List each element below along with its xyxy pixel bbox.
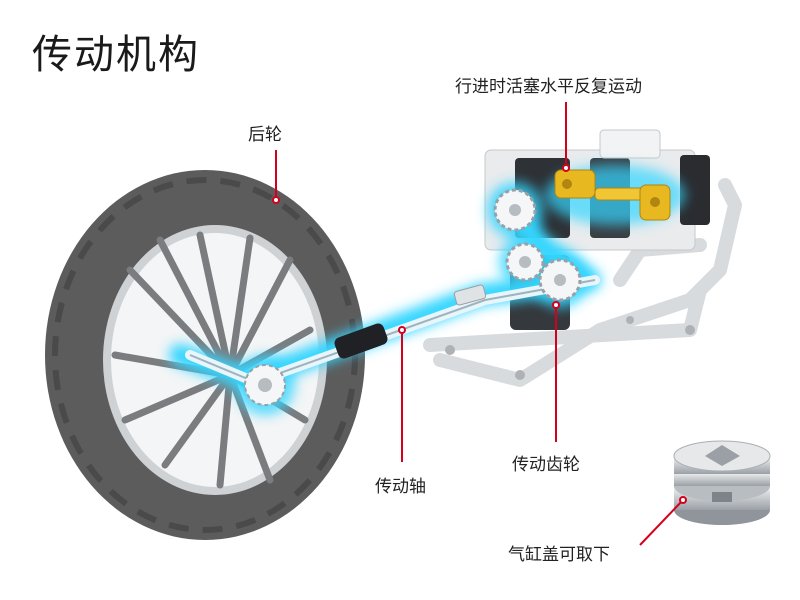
brass-piston: [554, 169, 671, 221]
drive-shaft-label: 传动轴: [375, 477, 426, 497]
pointer-lines: [275, 102, 684, 546]
rear-wheel-label: 后轮: [248, 125, 282, 145]
pointer-dots: [272, 164, 687, 504]
drive-gears: [493, 188, 582, 302]
cylinder-cap-label: 气缸盖可取下: [508, 545, 610, 565]
chassis-holes: [445, 316, 695, 380]
drive-shaft: [185, 275, 600, 388]
cylinder-cap-stack: [673, 440, 771, 525]
piston-label: 行进时活塞水平反复运动: [455, 77, 642, 97]
bevel-gear-wheel: [244, 364, 286, 406]
page-title: 传动机构: [32, 32, 200, 78]
drive-gear-label: 传动齿轮: [512, 455, 580, 475]
